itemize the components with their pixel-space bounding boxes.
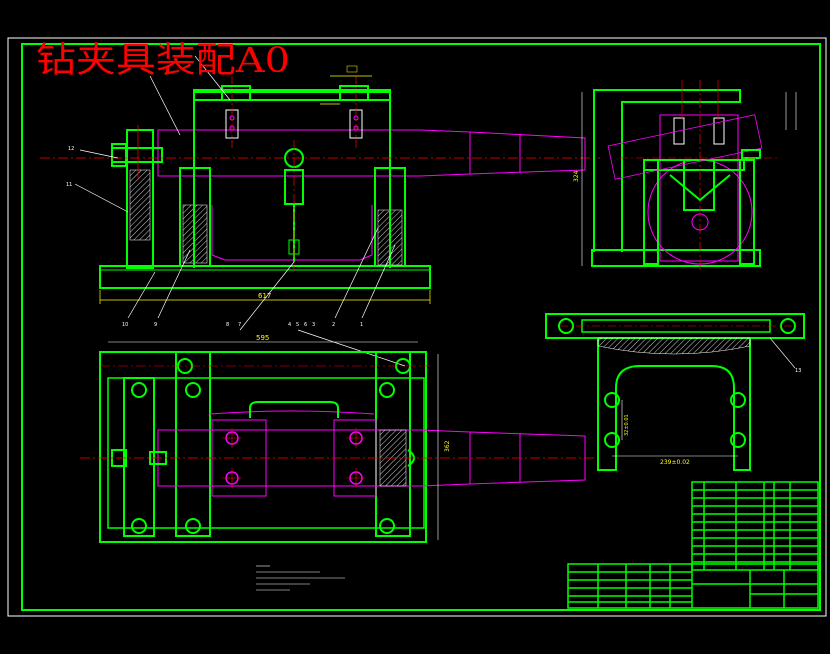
side-upright <box>593 89 741 252</box>
callout-2: 2 <box>332 322 335 328</box>
side-base <box>591 249 761 267</box>
callout-13: 13 <box>795 368 801 374</box>
workpiece-shaft-front <box>157 129 586 177</box>
parts-list <box>691 481 819 571</box>
callout-7: 7 <box>238 322 241 328</box>
dim-detail-width: 239±0.02 <box>660 459 690 466</box>
dim-plan-width: 595 <box>256 334 269 342</box>
callout-10: 10 <box>122 322 128 328</box>
plan-base-outline <box>99 351 427 543</box>
front-leaders <box>74 55 406 367</box>
sheet-border <box>7 37 827 617</box>
callout-8: 8 <box>226 322 229 328</box>
callout-5: 5 <box>296 322 299 328</box>
left-upright <box>126 129 154 269</box>
dim-detail-height: 32±0.01 <box>624 414 630 436</box>
dim-side-height: 324 <box>573 170 580 182</box>
drawing-title: 钻夹具装配A0 <box>36 41 290 81</box>
plan-bolt-holes <box>131 358 411 534</box>
callout-4: 4 <box>288 322 291 328</box>
handle-knob <box>111 147 163 163</box>
plan-view: 595 362 <box>80 334 600 543</box>
drawing-frame <box>21 43 821 611</box>
front-view: 617 <box>40 65 600 304</box>
callout-6: 6 <box>304 322 307 328</box>
base-plate-front <box>99 265 431 289</box>
left-upright-hatch <box>129 169 151 241</box>
callout-1: 1 <box>360 322 363 328</box>
detail-view: 239±0.02 32±0.01 <box>545 313 805 471</box>
callout-9: 9 <box>154 322 157 328</box>
plan-handle <box>249 401 339 418</box>
callout-11: 11 <box>66 182 72 188</box>
workpiece-shaft-plan <box>157 429 586 487</box>
dim-plan-height: 362 <box>444 440 451 452</box>
title-block <box>567 563 819 609</box>
callout-3: 3 <box>312 322 315 328</box>
drill-plate-frame <box>193 91 391 268</box>
callout-12: 12 <box>68 146 74 152</box>
dim-front-width: 617 <box>258 292 271 300</box>
side-view: 324 <box>573 80 797 272</box>
tech-notes <box>256 565 345 591</box>
workpiece-body-front <box>211 205 373 261</box>
